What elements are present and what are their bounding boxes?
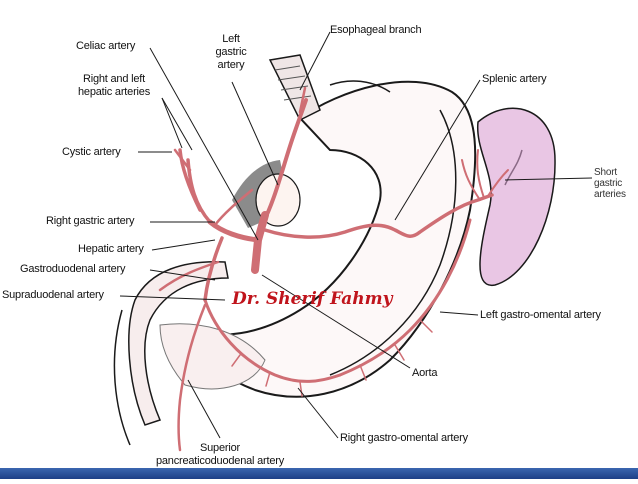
label-aorta: Aorta bbox=[412, 367, 438, 379]
spleen-hilum bbox=[504, 149, 523, 186]
label-esophageal-branch: Esophageal branch bbox=[330, 24, 422, 36]
leader-splenic bbox=[394, 79, 481, 221]
label-celiac-artery: Celiac artery bbox=[76, 40, 136, 52]
duodenum-wall bbox=[113, 309, 131, 446]
supraduodenal-artery bbox=[158, 260, 220, 292]
label-short-gastric-line3: arteries bbox=[594, 189, 626, 200]
label-hepatic-artery: Hepatic artery bbox=[78, 243, 144, 255]
label-left-gastric-line2: gastric bbox=[215, 46, 247, 58]
leader-gastroduodenal bbox=[149, 269, 216, 281]
pancreas bbox=[159, 323, 266, 390]
leader-esophageal bbox=[299, 31, 331, 91]
duodenum bbox=[128, 261, 229, 426]
left-gastric-artery bbox=[260, 98, 308, 227]
label-left-gastric-artery: Left gastric artery bbox=[206, 33, 256, 72]
leader-hepatic-rl-a bbox=[161, 97, 183, 149]
label-hepatic-rl-line1: Right and left bbox=[82, 73, 146, 85]
label-superior-line2: pancreaticoduodenal artery bbox=[155, 455, 285, 467]
label-supraduodenal-artery: Supraduodenal artery bbox=[2, 289, 104, 301]
label-superior-line1: Superior bbox=[200, 442, 240, 454]
label-splenic-artery: Splenic artery bbox=[482, 73, 547, 85]
hepatic-artery bbox=[207, 219, 261, 243]
stomach-fold bbox=[329, 80, 391, 93]
label-cystic-artery: Cystic artery bbox=[62, 146, 121, 158]
label-superior-pancreaticoduodenal: Superior pancreaticoduodenal artery bbox=[150, 442, 290, 468]
leader-supraduodenal bbox=[119, 295, 226, 301]
label-short-gastric-arteries: Short gastric arteries bbox=[594, 167, 626, 200]
leader-right-go bbox=[297, 387, 339, 439]
gastroduodenal-artery bbox=[203, 236, 224, 302]
right-gastric-artery bbox=[213, 188, 254, 227]
label-right-gastro-omental-artery: Right gastro-omental artery bbox=[340, 432, 468, 444]
leader-short-gastric bbox=[504, 177, 593, 181]
superior-pancreaticoduodenal-artery bbox=[177, 303, 207, 452]
leader-superior-pd bbox=[187, 379, 221, 439]
leader-left-go bbox=[439, 311, 479, 316]
splenic-artery bbox=[263, 193, 494, 239]
footer-bar bbox=[0, 468, 638, 479]
stomach-inner-line bbox=[329, 109, 457, 376]
greater-curvature-branches bbox=[231, 319, 433, 397]
label-short-gastric-line1: Short bbox=[594, 167, 617, 178]
leader-hepatic-rl-b bbox=[161, 97, 193, 151]
label-left-gastric-line1: Left bbox=[222, 33, 240, 45]
label-short-gastric-line2: gastric bbox=[594, 178, 623, 189]
leader-celiac bbox=[149, 47, 259, 241]
right-gastro-omental-artery bbox=[203, 298, 342, 383]
left-gastro-omental-artery bbox=[338, 218, 472, 377]
cystic-artery bbox=[173, 148, 192, 172]
label-gastroduodenal-artery: Gastroduodenal artery bbox=[20, 263, 126, 275]
spleen bbox=[477, 107, 556, 286]
label-hepatic-arteries: Right and left hepatic arteries bbox=[64, 73, 164, 99]
label-left-gastric-line3: artery bbox=[217, 59, 245, 71]
label-right-gastric-artery: Right gastric artery bbox=[46, 215, 135, 227]
label-left-gastro-omental-artery: Left gastro-omental artery bbox=[480, 309, 601, 321]
author-signature: Dr. Sherif Fahmy bbox=[232, 289, 393, 309]
leader-hepatic bbox=[151, 239, 216, 251]
stomach-outline bbox=[183, 80, 477, 398]
leader-left-gastric bbox=[231, 81, 279, 186]
esophagus-hatch bbox=[274, 65, 312, 101]
short-gastric-arteries bbox=[461, 149, 509, 201]
esophageal-branch bbox=[298, 86, 307, 114]
label-hepatic-rl-line2: hepatic arteries bbox=[77, 86, 150, 98]
leader-aorta bbox=[261, 274, 411, 369]
